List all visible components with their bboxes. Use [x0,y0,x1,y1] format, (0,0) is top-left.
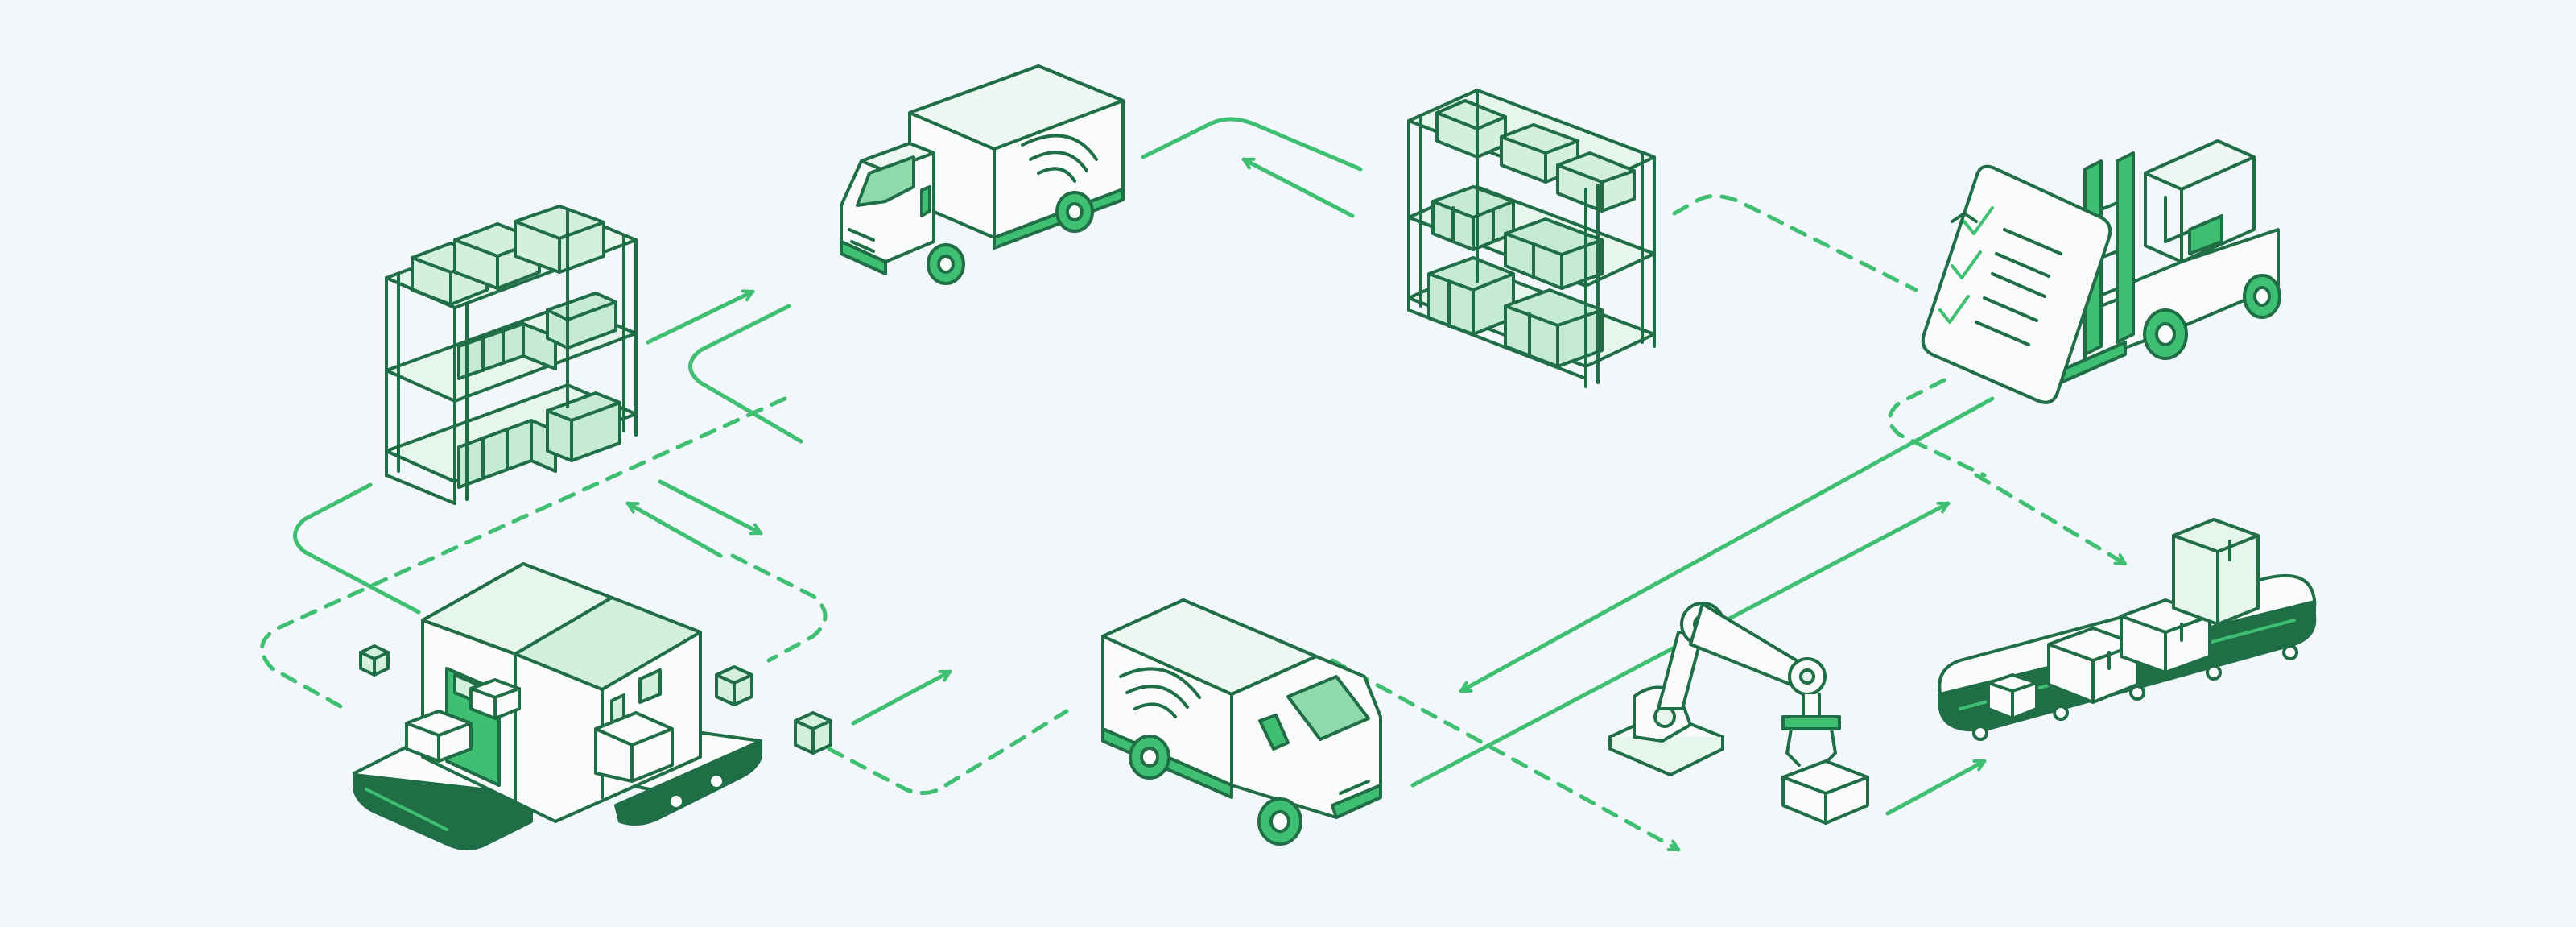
flow-arrow-arm-to-conveyor [1885,759,1987,816]
dashed-arrow-to-conveyor [1974,473,2128,566]
warehouse-icon [353,562,832,850]
robot-arm-icon [1608,602,1869,825]
truck-wifi-icon [840,64,1125,285]
dashed-loop-warehouse-right [730,553,828,663]
dashed-path-to-truck-bottom [827,709,1069,795]
forklift-checklist-icon [1921,139,2281,404]
flow-path-truck-top [1141,117,1363,172]
dashed-path-checklist-loop [1888,378,1987,478]
truck-wifi-icon [1101,598,1382,846]
dashed-path-rack-to-checklist [1672,194,1918,292]
flow-path-left-loop [293,482,421,615]
conveyor-belt-icon [1938,518,2317,741]
flow-path-rack-loop [688,304,803,444]
dashed-arrow-truck-to-arm [1330,658,1681,852]
flow-arrow-rack-down [658,479,763,536]
flow-arrow-rack-to-truck-top [1241,157,1355,218]
flow-arrow-cube-to-truck [851,669,952,726]
flow-arrow-rack-up [625,501,723,558]
dashed-loop-warehouse [260,396,787,713]
shelving-rack-icon [385,205,638,505]
flow-arrow-forklift-to-center [1459,396,1995,693]
flow-arrow-rack-to-truck [646,289,755,345]
shelving-rack-icon [1407,89,1656,388]
